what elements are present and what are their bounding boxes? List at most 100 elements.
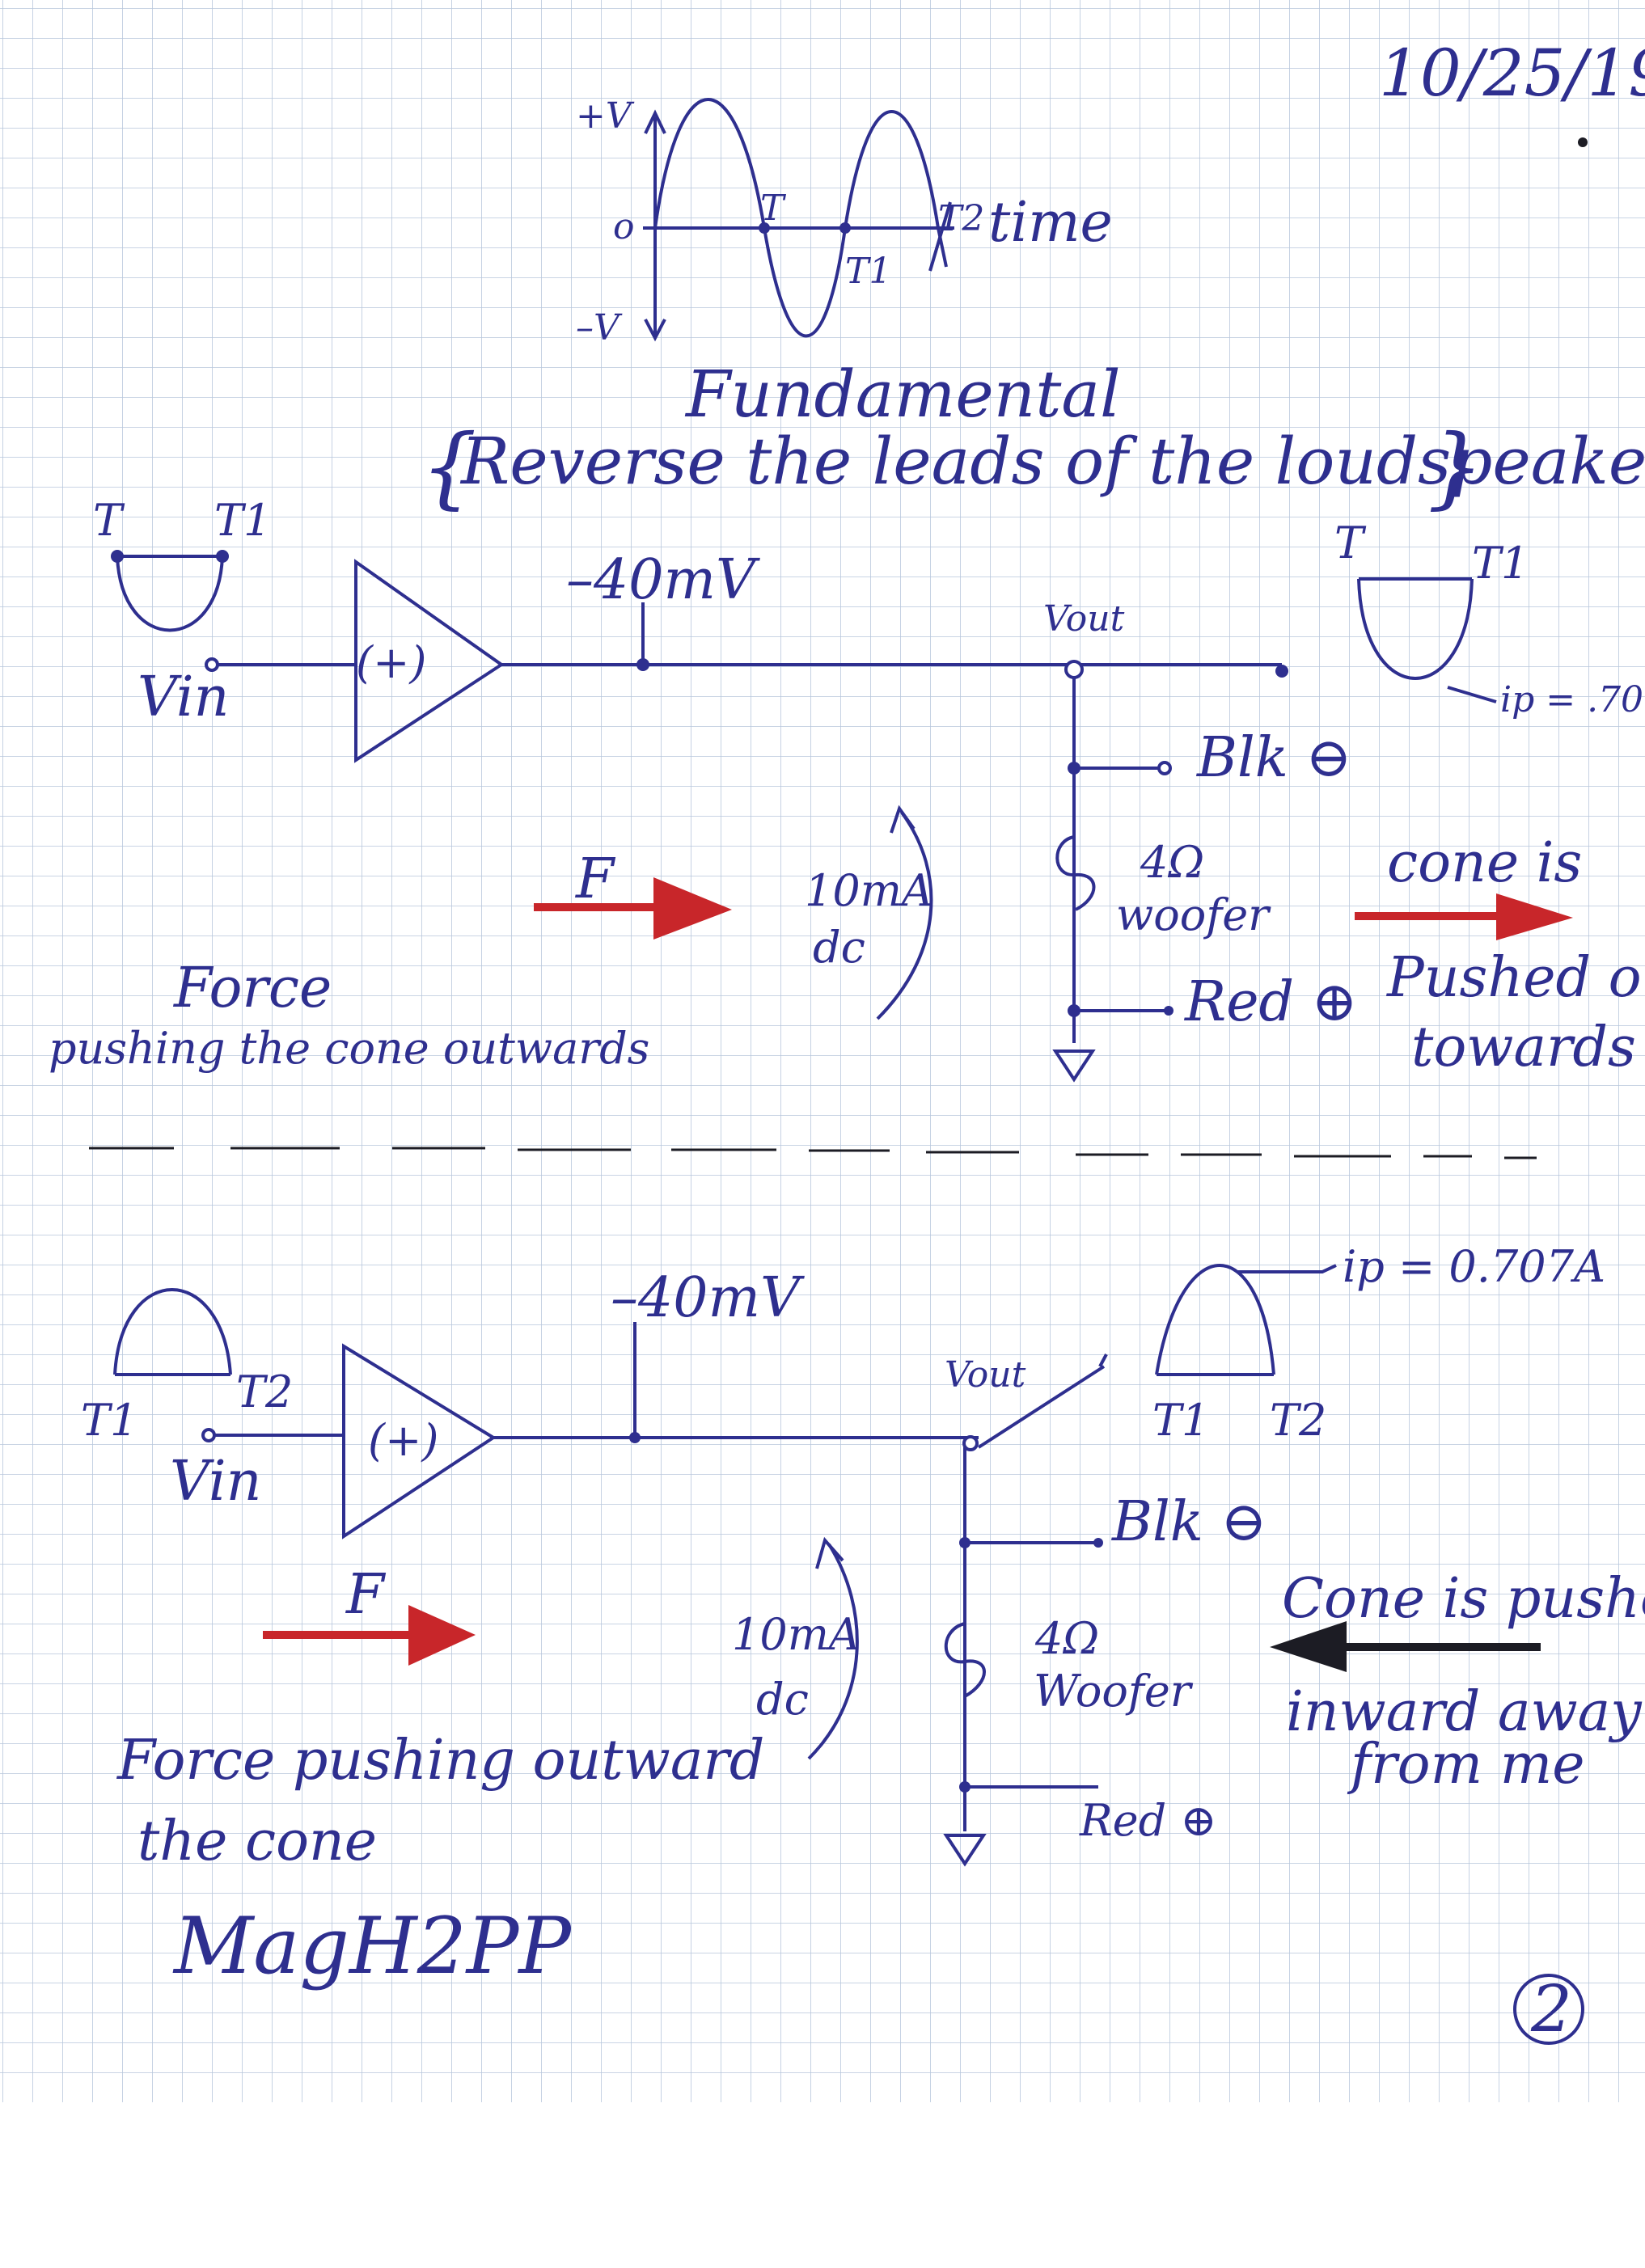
origin-label: o bbox=[613, 206, 635, 247]
neg-v-label: –V bbox=[576, 307, 623, 348]
top-out-t-label: T bbox=[1334, 517, 1367, 568]
bottom-out-wave bbox=[1155, 1264, 1275, 1375]
y-axis-arrow-down bbox=[644, 319, 666, 342]
top-amp-symbol: (+) bbox=[356, 637, 426, 688]
top-cone-arrow bbox=[1355, 893, 1573, 940]
bottom-circuit bbox=[113, 1264, 1337, 1867]
t-point bbox=[759, 222, 770, 234]
bottom-ip-label: ip = 0.707A bbox=[1343, 1241, 1605, 1292]
t2-marker bbox=[928, 201, 952, 272]
bottom-speaker-ohms: 4Ω bbox=[1034, 1613, 1099, 1664]
t-label: T bbox=[760, 188, 787, 229]
top-vout-node bbox=[1064, 660, 1084, 679]
top-dc-value: 10mA bbox=[805, 865, 933, 916]
date: 10/25/19 bbox=[1379, 36, 1645, 111]
bottom-ip-leader bbox=[1237, 1264, 1337, 1273]
bottom-dc-arc bbox=[807, 1543, 859, 1760]
top-offset-node bbox=[636, 658, 649, 671]
bottom-cone-1: Cone is pushed bbox=[1282, 1567, 1645, 1631]
top-red-terminal bbox=[1164, 1006, 1173, 1016]
top-in-t-node bbox=[111, 550, 124, 563]
y-axis-arrow-up bbox=[644, 109, 666, 134]
top-wave-t-label: T bbox=[93, 495, 125, 546]
bottom-vout-node bbox=[962, 1435, 979, 1451]
top-out-end-node bbox=[1275, 665, 1288, 678]
sine-wave bbox=[653, 98, 948, 338]
bottom-out-t2-label: T2 bbox=[1270, 1395, 1326, 1446]
top-amplifier bbox=[354, 559, 505, 763]
top-force-note-1: Force bbox=[172, 957, 332, 1020]
bottom-cone-3: from me bbox=[1347, 1733, 1584, 1797]
t2-label: T2 bbox=[938, 198, 984, 239]
top-in-wave bbox=[116, 555, 224, 632]
top-coil bbox=[1055, 835, 1096, 911]
top-red-label: Red ⊕ bbox=[1183, 970, 1358, 1034]
top-vin-node bbox=[205, 657, 219, 672]
top-ip-label: ip = .707A bbox=[1500, 679, 1645, 720]
heading-reverse-leads: Reverse the leads of the loudspeaker bbox=[459, 424, 1645, 499]
bottom-force-label: F bbox=[345, 1563, 387, 1627]
top-speaker-type: woofer bbox=[1116, 889, 1271, 940]
t1-point bbox=[839, 222, 851, 234]
bottom-cone-2: inward away bbox=[1286, 1680, 1643, 1744]
top-vout-label: Vout bbox=[1043, 598, 1125, 640]
bottom-vout-label: Vout bbox=[945, 1354, 1026, 1396]
bottom-force-arrow bbox=[263, 1605, 476, 1666]
top-vin-label: Vin bbox=[137, 665, 229, 729]
bottom-out-t1-label: T1 bbox=[1152, 1395, 1209, 1446]
top-wave-t1-label: T1 bbox=[214, 495, 271, 546]
bottom-force-note-1: Force pushing outward bbox=[116, 1729, 764, 1793]
top-speaker-ohms: 4Ω bbox=[1140, 837, 1204, 888]
top-dc-unit: dc bbox=[813, 922, 865, 973]
top-force-arrow bbox=[534, 877, 732, 940]
heading-fundamental: Fundamental bbox=[684, 357, 1121, 432]
top-cone-2: Pushed out bbox=[1385, 946, 1645, 1010]
page-number: 2 bbox=[1530, 1971, 1572, 2046]
top-blk-label: Blk ⊖ bbox=[1195, 726, 1352, 790]
bottom-blk-terminal bbox=[1093, 1538, 1103, 1548]
bottom-dc-unit: dc bbox=[756, 1674, 809, 1725]
brace-left: { bbox=[421, 415, 477, 518]
signature: MagH2PP bbox=[172, 1901, 572, 1991]
section-divider bbox=[89, 1147, 1537, 1159]
bottom-in-wave bbox=[113, 1288, 232, 1375]
bottom-speaker-type: Woofer bbox=[1034, 1666, 1194, 1717]
graph-paper-grid bbox=[0, 0, 1645, 2102]
page-bottom-margin bbox=[0, 2102, 1645, 2264]
top-out-t1-label: T1 bbox=[1472, 538, 1529, 589]
bottom-blk-junction bbox=[959, 1537, 971, 1548]
bottom-vin-label: Vin bbox=[170, 1450, 261, 1514]
top-ip-leader bbox=[1447, 686, 1497, 703]
top-blk-terminal bbox=[1157, 761, 1172, 775]
bottom-switch-arm bbox=[977, 1365, 1106, 1449]
bottom-amp-symbol: (+) bbox=[368, 1415, 438, 1466]
bottom-offset-node bbox=[629, 1432, 641, 1443]
t1-label: T1 bbox=[845, 251, 891, 292]
bottom-blk-label: Blk ⊖ bbox=[1110, 1490, 1267, 1554]
bottom-red-junction bbox=[959, 1781, 971, 1793]
bottom-dc-arc-head bbox=[815, 1536, 844, 1569]
bottom-cone-arrow bbox=[1270, 1621, 1541, 1672]
bottom-vin-node bbox=[201, 1428, 216, 1442]
page-number-circle bbox=[1513, 1974, 1584, 2045]
pos-v-label: +V bbox=[576, 95, 635, 137]
top-blk-junction bbox=[1068, 762, 1080, 775]
ink-dot bbox=[1578, 137, 1588, 147]
bottom-amplifier bbox=[342, 1343, 497, 1539]
top-force-label: F bbox=[574, 847, 616, 911]
top-force-note-2: pushing the cone outwards bbox=[49, 1023, 649, 1074]
top-dc-arc-head bbox=[890, 805, 916, 834]
brace-right: } bbox=[1427, 415, 1484, 518]
bottom-offset-label: –40mV bbox=[611, 1266, 805, 1330]
bottom-coil bbox=[944, 1622, 986, 1698]
top-out-wave bbox=[1357, 578, 1474, 680]
top-ground bbox=[1052, 1050, 1096, 1083]
top-cone-1: cone is bbox=[1387, 831, 1582, 895]
bottom-dc-value: 10mA bbox=[732, 1609, 861, 1660]
top-red-junction bbox=[1068, 1004, 1080, 1017]
top-offset-label: –40mV bbox=[566, 548, 760, 612]
bottom-wave-t2-label: T2 bbox=[236, 1366, 293, 1417]
top-in-t1-node bbox=[216, 550, 229, 563]
bottom-switch-tip bbox=[1098, 1354, 1108, 1367]
